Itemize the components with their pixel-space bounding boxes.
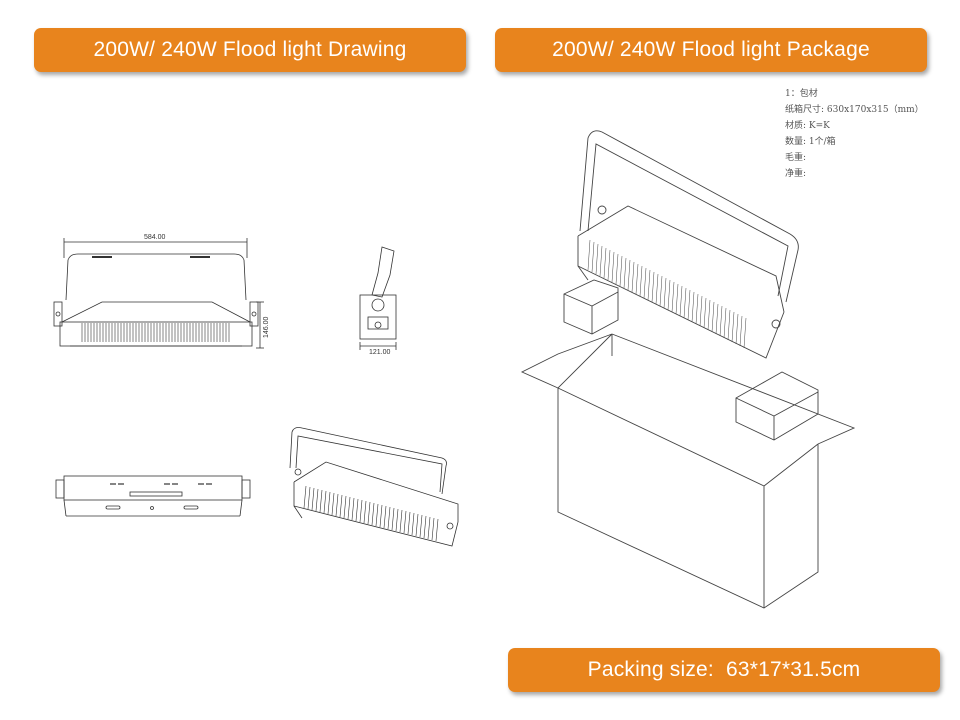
bracket-outline [579,130,799,303]
top-view-drawing [52,470,252,522]
drawing-title-banner: 200W/ 240W Flood light Drawing [34,28,466,72]
package-title: 200W/ 240W Flood light Package [552,38,870,61]
package-note-line: 净重: [785,169,807,179]
front-width-dimension: 584.00 [144,234,166,241]
front-view-drawing: 584.00 [52,230,277,360]
package-illustration [518,126,863,616]
side-width-dimension: 121.00 [369,349,391,356]
carton-flap-left [520,333,613,389]
light-housing-top [577,205,785,313]
package-note-line: 纸箱尺寸: 630x170x315（mm） [785,105,924,115]
carton-flap-right [611,333,856,445]
packing-size-banner: Packing size: 63*17*31.5cm [508,648,940,692]
drawing-title: 200W/ 240W Flood light Drawing [93,38,407,61]
isometric-view-drawing [282,422,474,552]
package-title-banner: 200W/ 240W Flood light Package [495,28,927,72]
front-height-dimension: 146.00 [263,316,270,338]
package-note-line: 1：包材 [785,89,818,99]
carton-body [557,388,819,609]
side-view-drawing: 121.00 [352,245,412,360]
foam-insert-right [735,371,819,441]
package-note-line: 材质: K=K [785,121,830,131]
foam-insert-left [563,279,619,335]
packing-size-text: Packing size: 63*17*31.5cm [587,658,861,681]
package-note-line: 毛重: [785,153,807,163]
package-note-line: 数量: 1个/箱 [785,137,836,147]
package-notes: 1：包材 纸箱尺寸: 630x170x315（mm） 材质: K=K 数量: 1… [785,86,924,182]
